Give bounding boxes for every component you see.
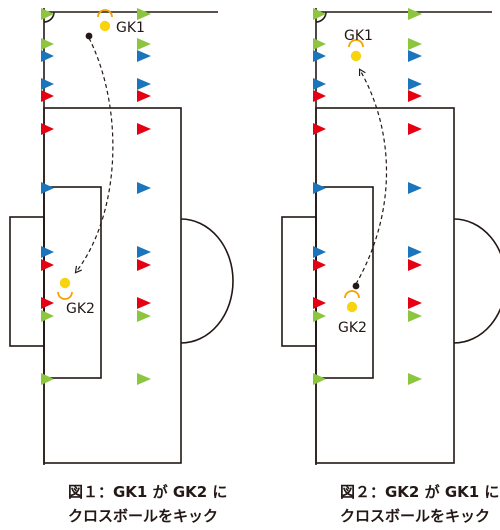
flag-marker: [137, 182, 151, 194]
goalkeeper-icon: [57, 277, 73, 300]
flag-marker: [137, 246, 151, 258]
flag-marker: [313, 246, 326, 258]
flag-marker: [408, 78, 422, 90]
penalty-arc: [453, 218, 500, 344]
caption-line2: クロスボールをキック: [68, 507, 218, 525]
penalty-area: [315, 107, 455, 464]
flag-marker: [313, 50, 326, 62]
caption-line1: 図２：GK2 が GK1 に: [340, 483, 499, 501]
flag-marker: [41, 182, 54, 194]
ball-icon: [85, 32, 93, 40]
flag-marker: [408, 123, 422, 135]
flag-marker: [137, 90, 151, 102]
flag-marker: [408, 310, 422, 322]
flag-marker: [41, 50, 54, 62]
flag-marker: [137, 373, 151, 385]
flag-marker: [41, 8, 54, 20]
flag-marker: [41, 246, 54, 258]
cross-ball-path: [355, 68, 388, 285]
flag-marker: [41, 259, 54, 271]
flag-marker: [137, 8, 151, 20]
flag-marker: [408, 246, 422, 258]
flag-marker: [313, 182, 326, 194]
corner-arc: [315, 11, 327, 23]
goalkeeper-icon: [348, 39, 364, 62]
kicker-label: GK1: [116, 20, 145, 36]
flag-marker: [137, 259, 151, 271]
flag-marker: [41, 123, 54, 135]
flag-marker: [313, 310, 326, 322]
caption-line2: クロスボールをキック: [340, 507, 490, 525]
caption-line1: 図１：GK1 が GK2 に: [68, 483, 227, 501]
goalkeeper-icon: [344, 290, 360, 313]
flag-marker: [41, 310, 54, 322]
flag-marker: [137, 310, 151, 322]
flag-marker: [408, 38, 422, 50]
flag-marker: [408, 373, 422, 385]
diagram-2: GK1 GK2 図２：GK2 が GK1 に クロスボールをキック: [281, 8, 500, 525]
flag-marker: [408, 182, 422, 194]
flag-marker: [313, 78, 326, 90]
goalkeeper-icon: [97, 9, 113, 32]
goal-area: [43, 186, 102, 379]
kicker-label: GK2: [338, 320, 367, 336]
receiver-label: GK1: [344, 28, 373, 44]
goal: [281, 216, 317, 347]
flag-marker: [137, 123, 151, 135]
flag-marker: [41, 373, 54, 385]
goal-area: [315, 186, 374, 379]
flag-marker: [408, 297, 422, 309]
flag-marker: [313, 38, 326, 50]
flag-marker: [408, 259, 422, 271]
flag-marker: [41, 78, 54, 90]
field-lines: [9, 8, 234, 465]
corner-arc: [43, 11, 55, 23]
flag-marker: [313, 8, 326, 20]
goal: [9, 216, 45, 347]
flag-marker: [137, 78, 151, 90]
flag-markers: [313, 8, 422, 385]
receiver-label: GK2: [66, 301, 95, 317]
field-lines: [281, 8, 500, 465]
flag-marker: [41, 38, 54, 50]
cross-ball-path: [74, 37, 114, 274]
diagram-1: GK1 GK2 図１：GK1 が GK2 に クロスボールをキック: [9, 8, 234, 525]
flag-markers: [41, 8, 151, 385]
flag-marker: [313, 297, 326, 309]
flag-marker: [408, 50, 422, 62]
flag-marker: [313, 259, 326, 271]
flag-marker: [313, 123, 326, 135]
flag-marker: [137, 38, 151, 50]
flag-marker: [41, 297, 54, 309]
flag-marker: [41, 90, 54, 102]
flag-marker: [408, 90, 422, 102]
flag-marker: [313, 373, 326, 385]
flag-marker: [313, 90, 326, 102]
penalty-arc: [180, 218, 234, 344]
flag-marker: [408, 8, 422, 20]
ball-icon: [352, 282, 360, 290]
flag-marker: [137, 297, 151, 309]
flag-marker: [137, 50, 151, 62]
